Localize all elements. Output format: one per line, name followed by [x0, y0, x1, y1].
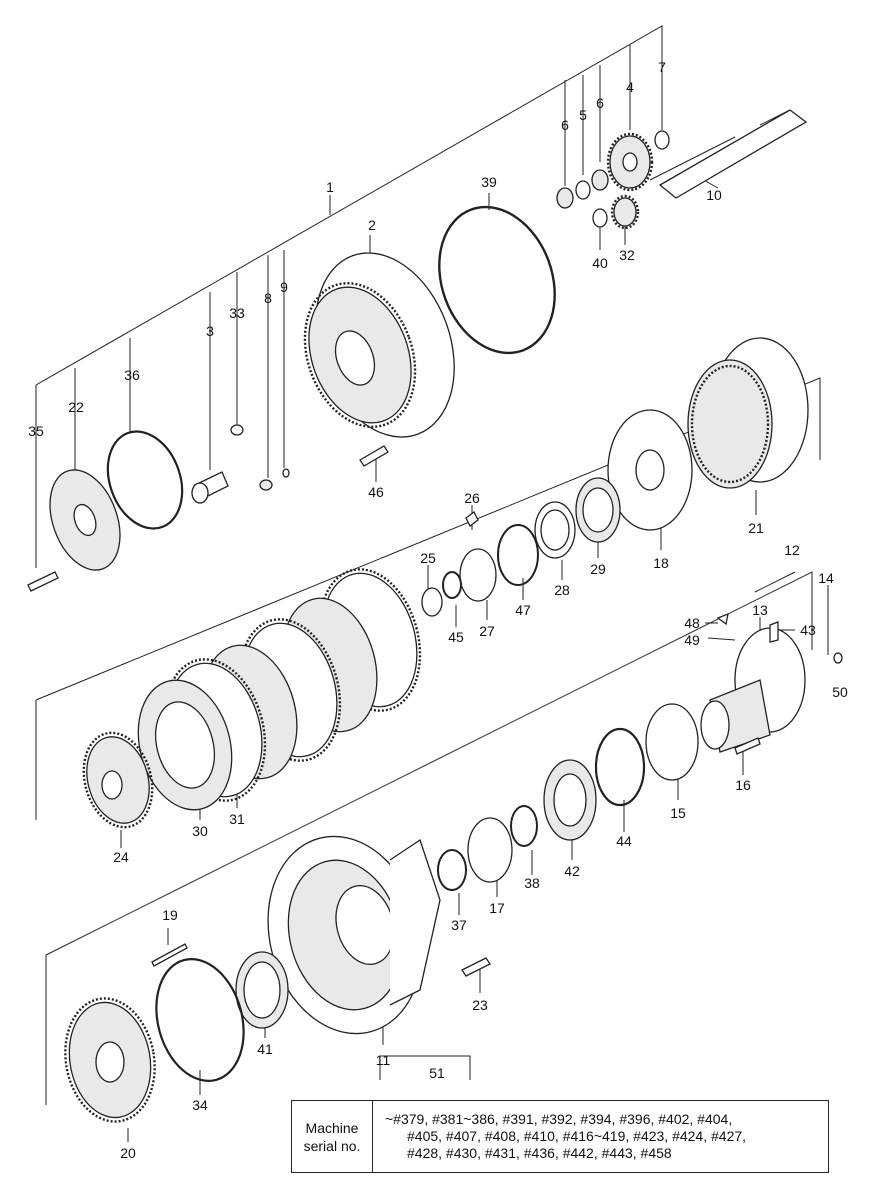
label-42: 42: [564, 863, 580, 879]
label-28: 28: [554, 582, 570, 598]
snap-ring-34: [151, 943, 245, 1082]
label-3: 3: [206, 323, 214, 339]
label-8: 8: [264, 290, 272, 306]
label-20: 20: [120, 1145, 136, 1161]
label-13: 13: [752, 602, 768, 618]
label-26: 26: [464, 490, 480, 506]
label-33: 33: [229, 305, 245, 321]
label-48: 48: [684, 615, 700, 631]
shaft-10: [658, 109, 808, 199]
label-21: 21: [748, 520, 764, 536]
label-4: 4: [626, 79, 634, 95]
label-41: 41: [257, 1041, 273, 1057]
seals-15-44-42: [437, 703, 699, 891]
label-27: 27: [479, 623, 495, 639]
hub-13: [700, 612, 843, 755]
label-25: 25: [420, 550, 436, 566]
label-50: 50: [832, 684, 848, 700]
label-24: 24: [113, 849, 129, 865]
serial-table-header: Machine serial no.: [292, 1101, 373, 1172]
label-39: 39: [481, 174, 497, 190]
frame-lines: [35, 25, 821, 1105]
serial-header-line-1: Machine: [305, 1119, 359, 1136]
clutch-pack-30-31: [137, 568, 422, 811]
serial-line-3: #428, #430, #431, #436, #442, #443, #458: [407, 1145, 672, 1161]
label-22: 22: [68, 399, 84, 415]
label-12: 12: [784, 542, 800, 558]
label-9: 9: [280, 279, 288, 295]
label-2: 2: [368, 217, 376, 233]
gear-20: [64, 997, 156, 1123]
label-51: 51: [429, 1065, 445, 1081]
label-14: 14: [818, 570, 834, 586]
small-parts-upper: [27, 424, 389, 592]
label-30: 30: [192, 823, 208, 839]
plate-18: [607, 409, 693, 531]
part-labels: 1 2 3 4 5 6 6 7 8 9 10 11 12 13 14 15 16…: [28, 59, 848, 1161]
label-35: 35: [28, 423, 44, 439]
label-19: 19: [162, 907, 178, 923]
leader-lines: [35, 35, 829, 1142]
label-47: 47: [515, 602, 531, 618]
label-40: 40: [592, 255, 608, 271]
serial-number-table: Machine serial no. ~#379, #381~386, #391…: [291, 1100, 829, 1173]
label-23: 23: [472, 997, 488, 1013]
label-7: 7: [658, 59, 666, 75]
disc-22: [49, 469, 121, 571]
label-10: 10: [706, 187, 722, 203]
gear-24: [82, 731, 154, 829]
label-18: 18: [653, 555, 669, 571]
gear-4: [606, 132, 654, 192]
gear-32: [610, 194, 640, 230]
label-5: 5: [579, 107, 587, 123]
carrier-2: [303, 252, 455, 438]
label-37: 37: [451, 917, 467, 933]
washer-7: [654, 130, 670, 150]
label-43: 43: [800, 622, 816, 638]
bearing-41: [235, 951, 289, 1029]
rings-47-27-45-25: [421, 511, 539, 617]
label-16: 16: [735, 777, 751, 793]
bearing-6-5: [556, 169, 609, 209]
label-1: 1: [326, 179, 334, 195]
label-31: 31: [229, 811, 245, 827]
bearings-29-28: [534, 477, 621, 559]
label-38: 38: [524, 875, 540, 891]
label-45: 45: [448, 629, 464, 645]
o-ring-39: [438, 205, 556, 355]
label-29: 29: [590, 561, 606, 577]
label-15: 15: [670, 805, 686, 821]
label-44: 44: [616, 833, 632, 849]
label-46: 46: [368, 484, 384, 500]
label-36: 36: [124, 367, 140, 383]
label-32: 32: [619, 247, 635, 263]
label-49: 49: [684, 632, 700, 648]
serial-table-values: ~#379, #381~386, #391, #392, #394, #396,…: [373, 1101, 828, 1172]
label-6a: 6: [561, 117, 569, 133]
serial-line-2: #405, #407, #408, #410, #416~419, #423, …: [407, 1128, 747, 1144]
serial-header-line-2: serial no.: [303, 1137, 361, 1154]
ring-40: [592, 208, 608, 228]
label-17: 17: [489, 900, 505, 916]
label-6b: 6: [596, 95, 604, 111]
label-34: 34: [192, 1097, 208, 1113]
serial-line-1: ~#379, #381~386, #391, #392, #394, #396,…: [385, 1111, 733, 1127]
label-11: 11: [376, 1052, 391, 1068]
o-ring-36: [106, 430, 184, 530]
ring-gear-21: [687, 337, 809, 489]
housing-11: [267, 835, 491, 1035]
